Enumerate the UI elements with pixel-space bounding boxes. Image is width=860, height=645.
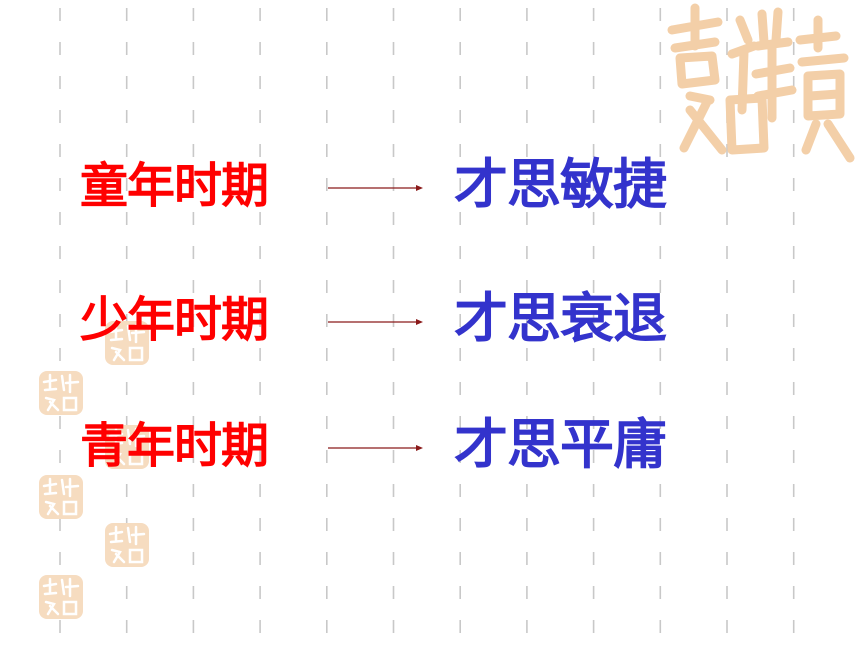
stage-label: 少年时期 xyxy=(80,292,269,348)
small-seal-5 xyxy=(105,523,149,567)
small-seal-3 xyxy=(105,425,149,469)
small-seal-1 xyxy=(105,321,149,365)
small-seal-2 xyxy=(39,371,83,415)
auspicious-seal-logo xyxy=(667,3,855,163)
stage-label: 青年时期 xyxy=(80,418,269,474)
stage-label: 童年时期 xyxy=(80,158,269,214)
result-label: 才思衰退 xyxy=(454,287,667,350)
small-seal-4 xyxy=(39,475,83,519)
stage-row-youth: 少年时期 才思衰退 xyxy=(0,284,860,354)
result-label: 才思平庸 xyxy=(454,413,667,476)
arrow-icon xyxy=(328,445,423,451)
stage-row-adolescence: 青年时期 才思平庸 xyxy=(0,410,860,480)
stage-row-childhood: 童年时期 才思敏捷 xyxy=(0,150,860,220)
small-seal-6 xyxy=(39,575,83,619)
result-label: 才思敏捷 xyxy=(454,153,667,216)
arrow-icon xyxy=(328,185,423,191)
arrow-icon xyxy=(328,319,423,325)
